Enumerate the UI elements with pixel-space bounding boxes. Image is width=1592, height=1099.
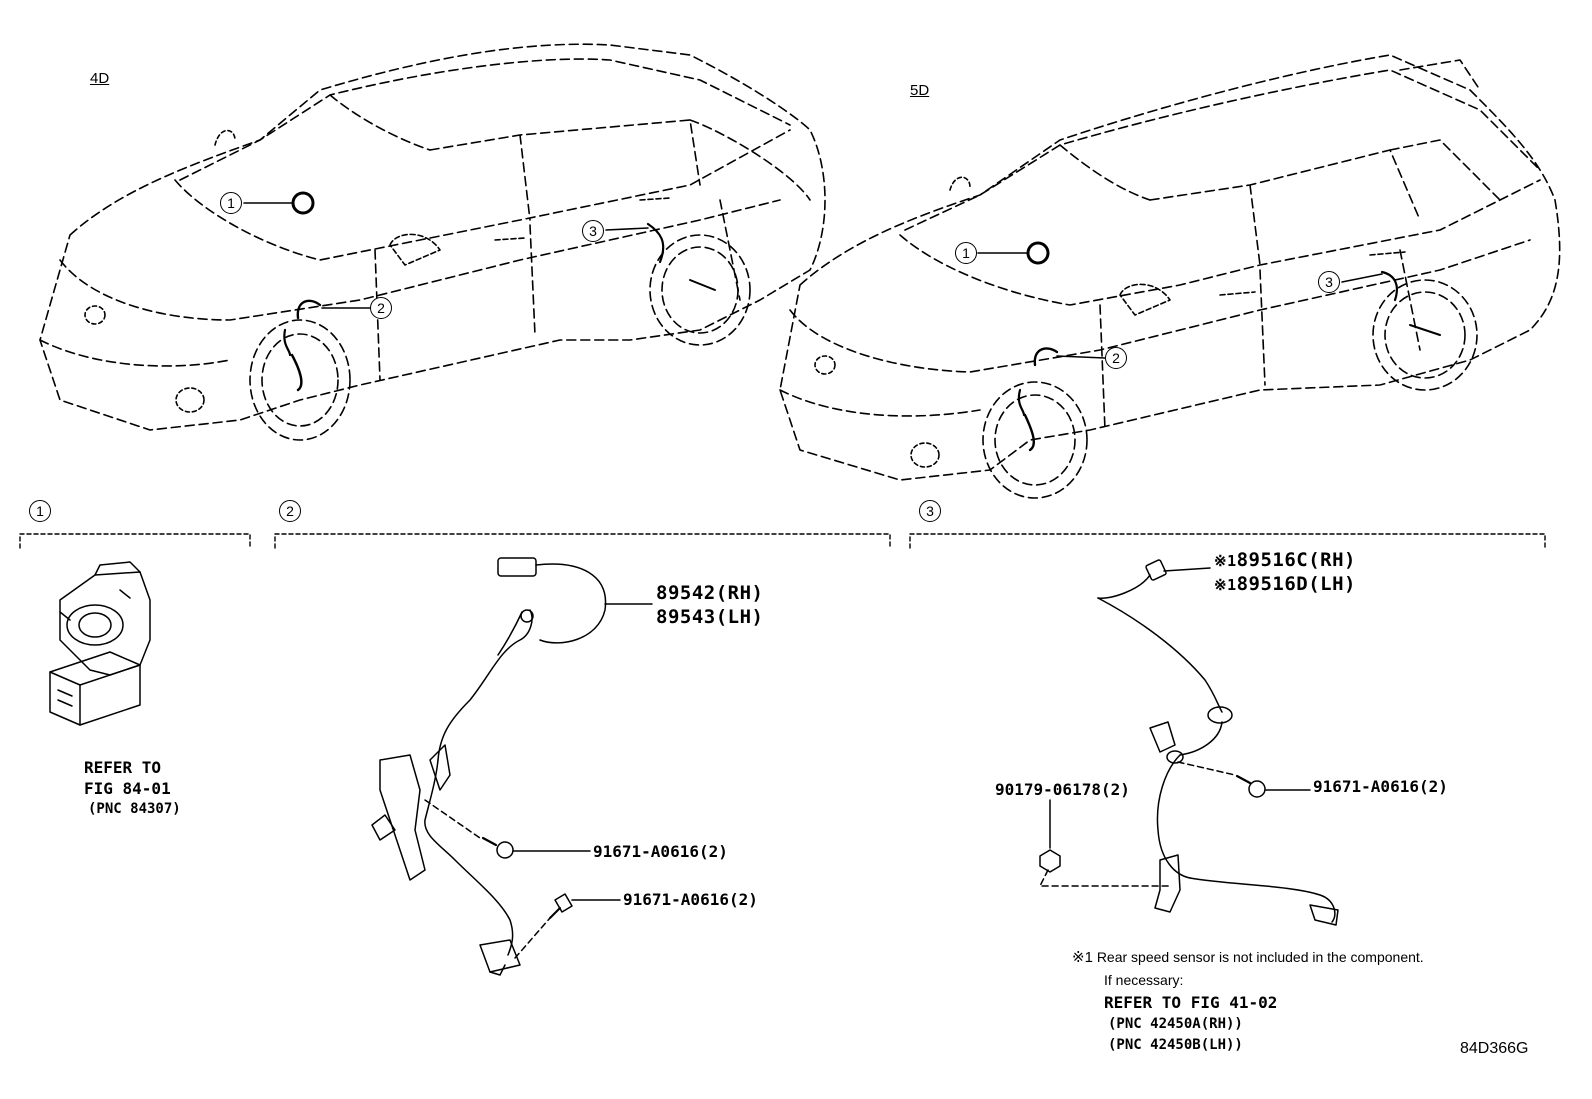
callout-2-wagon: 2 — [1105, 347, 1127, 369]
front-bolt-upper-part-number: 91671-A0616(2) — [593, 842, 728, 861]
section-2-marker: 2 — [279, 500, 301, 522]
rear-sensor-rh-code: 89516C(RH) — [1236, 549, 1356, 571]
section-1-refer-line1: REFER TO — [84, 758, 162, 777]
footnote-mark: ※1 — [1072, 949, 1093, 966]
figure-code: 84D366G — [1460, 1040, 1529, 1057]
footnote-pnc-lh: (PNC 42450B(LH)) — [1108, 1037, 1243, 1053]
rear-speed-sensor-part — [1039, 559, 1339, 926]
sedan-illustration — [39, 43, 826, 431]
front-speed-sensor-part — [371, 557, 653, 976]
wagon-illustration — [779, 54, 1561, 481]
front-sensor-lh-part-number: 89543(LH) — [656, 606, 764, 628]
callout-2-sedan: 2 — [370, 297, 392, 319]
wagon-wheels — [982, 279, 1478, 499]
callout-1-sedan: 1 — [220, 192, 242, 214]
rear-sensor-rh-part-number: ※189516C(RH) — [1214, 549, 1356, 571]
section-1-refer-line2: FIG 84-01 — [84, 779, 171, 798]
footnote-line1: ※1 Rear speed sensor is not included in … — [1072, 948, 1424, 966]
rear-nut-part-number: 90179-06178(2) — [995, 780, 1130, 799]
footnote-line2: If necessary: — [1104, 972, 1184, 988]
sedan-wheels — [249, 234, 751, 441]
rear-sensor-lh-ref-mark: ※1 — [1214, 576, 1237, 594]
rear-sensor-lh-code: 89516D(LH) — [1236, 573, 1356, 595]
sedan-view-label: 4D — [90, 70, 110, 87]
footnote-text: Rear speed sensor is not included in the… — [1096, 949, 1424, 965]
wagon-details — [814, 176, 1406, 468]
callout-3-wagon: 3 — [1318, 271, 1340, 293]
section-1-refer-pnc: (PNC 84307) — [88, 801, 181, 817]
rear-sensor-rh-ref-mark: ※1 — [1214, 552, 1237, 570]
wagon-view-label: 5D — [910, 82, 930, 99]
footnote-pnc-rh: (PNC 42450A(RH)) — [1108, 1016, 1243, 1032]
section-1-marker: 1 — [29, 500, 51, 522]
rear-bolt-part-number: 91671-A0616(2) — [1313, 777, 1448, 796]
footnote-refer: REFER TO FIG 41-02 — [1104, 993, 1278, 1012]
front-bolt-lower-part-number: 91671-A0616(2) — [623, 890, 758, 909]
section-brackets — [19, 533, 1546, 549]
callout-3-sedan: 3 — [582, 220, 604, 242]
section-3-marker: 3 — [919, 500, 941, 522]
rear-sensor-lh-part-number: ※189516D(LH) — [1214, 573, 1356, 595]
front-sensor-rh-part-number: 89542(RH) — [656, 582, 764, 604]
clock-spring-part — [49, 561, 151, 726]
sedan-details — [84, 129, 671, 413]
callout-1-wagon: 1 — [955, 242, 977, 264]
